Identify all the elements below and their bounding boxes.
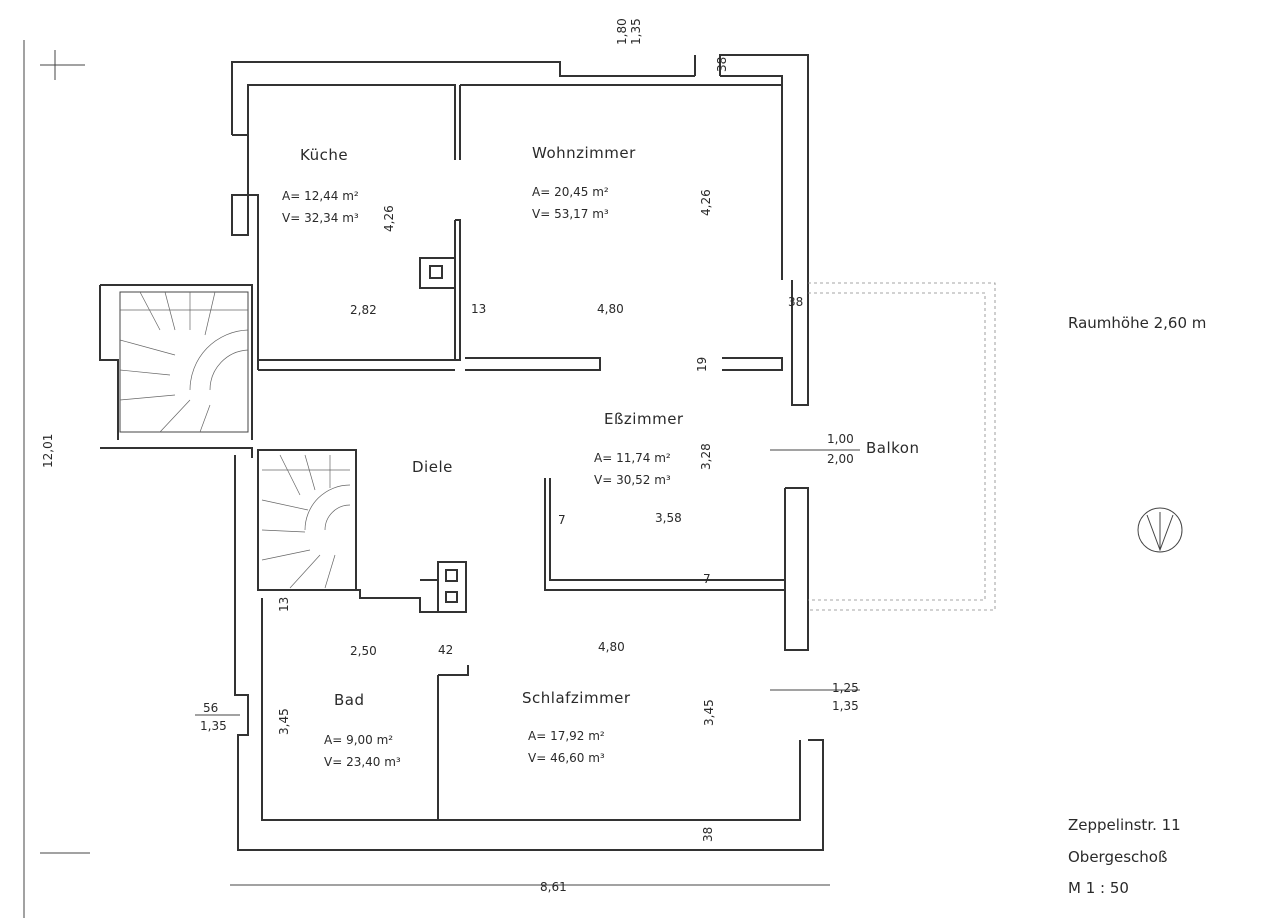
- esszimmer-area: A= 11,74 m²: [594, 451, 671, 465]
- schlafzimmer-label: Schlafzimmer: [522, 689, 631, 707]
- dim-left-window-1: 56: [203, 701, 218, 715]
- dim-total-height: 12,01: [41, 434, 55, 468]
- dim-left-window-2: 1,35: [200, 719, 227, 733]
- dim-wohn-width: 4,80: [597, 302, 624, 316]
- dim-wall-7b: 7: [703, 572, 711, 586]
- dim-wall-19: 19: [695, 357, 709, 372]
- dim-balkon-door-2: 2,00: [827, 452, 854, 466]
- bad-area: A= 9,00 m²: [324, 733, 393, 747]
- dim-schlaf-width: 4,80: [598, 640, 625, 654]
- dim-bottom-wall-38: 38: [701, 827, 715, 842]
- dim-kueche-height: 4,26: [382, 205, 396, 232]
- kueche-label: Küche: [300, 146, 348, 164]
- dim-wall-13b: 13: [277, 597, 291, 612]
- dim-top-wall: 38: [715, 57, 729, 72]
- dim-ess-height: 3,28: [699, 443, 713, 470]
- bad-volume: V= 23,40 m³: [324, 755, 401, 769]
- kueche-area: A= 12,44 m²: [282, 189, 359, 203]
- esszimmer-label: Eßzimmer: [604, 410, 684, 428]
- dim-right-window-2: 1,35: [832, 699, 859, 713]
- dim-wall-42: 42: [438, 643, 453, 657]
- floor-note: Obergeschoß: [1068, 848, 1167, 866]
- dim-right-wall-38: 38: [788, 295, 803, 309]
- dim-schlaf-height: 3,45: [702, 699, 716, 726]
- dim-inner-wall-13: 13: [471, 302, 486, 316]
- outer-walls: [99, 54, 996, 851]
- dim-right-window-1: 1,25: [832, 681, 859, 695]
- stair-lower: [261, 454, 351, 589]
- scale-note: M 1 : 50: [1068, 879, 1129, 897]
- dim-wall-7a: 7: [558, 513, 566, 527]
- esszimmer-volume: V= 30,52 m³: [594, 473, 671, 487]
- dim-balkon-door-1: 1,00: [827, 432, 854, 446]
- kueche-volume: V= 32,34 m³: [282, 211, 359, 225]
- dim-top-window-2: 1,35: [629, 18, 643, 45]
- address-note: Zeppelinstr. 11: [1068, 816, 1181, 834]
- dim-bad-height: 3,45: [277, 708, 291, 735]
- wohnzimmer-label: Wohnzimmer: [532, 144, 636, 162]
- schlafzimmer-volume: V= 46,60 m³: [528, 751, 605, 765]
- bad-label: Bad: [334, 691, 365, 709]
- schlafzimmer-area: A= 17,92 m²: [528, 729, 605, 743]
- dim-bad-width: 2,50: [350, 644, 377, 658]
- north-arrow-icon: [1137, 507, 1183, 553]
- room-height-note: Raumhöhe 2,60 m: [1068, 314, 1206, 332]
- dim-wohn-height: 4,26: [699, 189, 713, 216]
- diele-label: Diele: [412, 458, 453, 476]
- dimension-lines: [40, 50, 860, 886]
- dim-top-window-1: 1,80: [615, 18, 629, 45]
- balkon-label: Balkon: [866, 439, 920, 457]
- dim-kueche-width: 2,82: [350, 303, 377, 317]
- dim-total-width: 8,61: [540, 880, 567, 894]
- wohnzimmer-volume: V= 53,17 m³: [532, 207, 609, 221]
- wohnzimmer-area: A= 20,45 m²: [532, 185, 609, 199]
- stair-upper: [119, 291, 249, 433]
- dim-ess-width: 3,58: [655, 511, 682, 525]
